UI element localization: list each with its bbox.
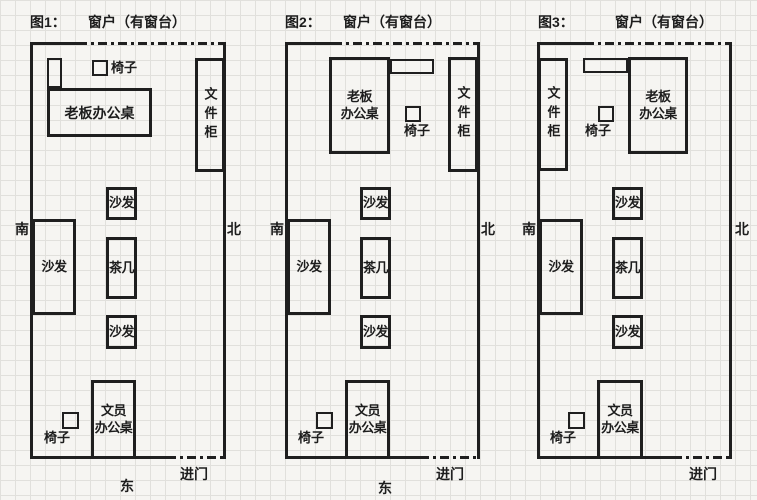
figure-2-sofa-left: 沙发 bbox=[287, 219, 331, 315]
figure-1-chair-bottom-label: 椅子 bbox=[44, 430, 71, 445]
figure-2-chair-top bbox=[405, 106, 421, 122]
figure-3-file-cabinet: 文件柜 bbox=[538, 58, 568, 171]
figure-1-file-cabinet: 文件柜 bbox=[195, 58, 225, 172]
figure-1-window-line bbox=[78, 42, 226, 45]
figure-1-tea-table-label: 茶几 bbox=[109, 259, 135, 275]
figure-2-sofa-upper: 沙发 bbox=[360, 187, 391, 220]
figure-1-boss-desk-label: 老板办公桌 bbox=[64, 104, 135, 121]
figure-3-chair-top-label: 椅子 bbox=[585, 123, 612, 138]
figure-2-tea-table-label: 茶几 bbox=[363, 259, 389, 275]
figure-3-desk-return bbox=[583, 58, 628, 73]
figure-3-sofa-upper: 沙发 bbox=[612, 187, 643, 220]
figure-1-side-unit bbox=[47, 58, 62, 88]
figure-2-wall-east bbox=[477, 42, 480, 459]
figure-1-door-line bbox=[167, 456, 226, 459]
figure-3-sofa-upper-label: 沙发 bbox=[615, 195, 641, 211]
figure-1-chair-top-label: 椅子 bbox=[111, 60, 138, 75]
figure-1-clerk-desk-label-2: 办公桌 bbox=[94, 419, 133, 435]
figure-2-compass-south: 南 bbox=[270, 221, 284, 237]
figure-2-file-cabinet: 文件柜 bbox=[448, 57, 478, 172]
figure-2-entrance-label: 进门 bbox=[436, 466, 464, 482]
figure-2-sofa-lower-label: 沙发 bbox=[363, 323, 389, 339]
figure-1-compass-east: 东 bbox=[120, 478, 134, 494]
figure-3-door-line bbox=[673, 456, 732, 459]
figure-3-sofa-lower: 沙发 bbox=[612, 315, 643, 349]
figure-2-chair-bottom-label: 椅子 bbox=[298, 430, 325, 445]
figure-1-window-label: 窗户（有窗台） bbox=[88, 14, 186, 30]
figure-2-door-line bbox=[420, 456, 480, 459]
figure-3-boss-desk: 老板 办公桌 bbox=[628, 57, 688, 154]
figure-2-wall-top-solid bbox=[285, 42, 333, 45]
figure-3-wall-east bbox=[729, 42, 732, 459]
figure-2-window-line bbox=[333, 42, 480, 45]
figure-2-compass-east: 东 bbox=[378, 480, 392, 496]
figure-2-window-label: 窗户（有窗台） bbox=[343, 14, 441, 30]
figure-1-entrance-label: 进门 bbox=[180, 466, 208, 482]
figure-3-tea-table-label: 茶几 bbox=[615, 259, 641, 275]
figure-1-wall-west bbox=[30, 42, 33, 459]
figure-3-compass-north: 北 bbox=[735, 221, 749, 237]
figure-3-sofa-left-label: 沙发 bbox=[548, 258, 574, 274]
figure-3-entrance-label: 进门 bbox=[689, 466, 717, 482]
figure-3-compass-south: 南 bbox=[522, 221, 536, 237]
figure-1-sofa-left: 沙发 bbox=[32, 219, 76, 315]
figure-3-chair-top bbox=[598, 106, 614, 122]
figure-1-boss-desk: 老板办公桌 bbox=[47, 88, 152, 137]
figure-2-boss-desk-label-2: 办公桌 bbox=[340, 105, 379, 121]
figure-3-sofa-lower-label: 沙发 bbox=[615, 323, 641, 339]
figure-2-title: 图2： bbox=[285, 14, 321, 30]
figure-2-compass-north: 北 bbox=[481, 221, 495, 237]
figure-2-clerk-desk-label-2: 办公桌 bbox=[348, 419, 387, 435]
figure-2-wall-west bbox=[285, 42, 288, 459]
figure-2-clerk-desk-label-1: 文员 bbox=[354, 402, 381, 418]
figure-2-file-cabinet-label: 文件柜 bbox=[455, 86, 471, 143]
figure-2-tea-table: 茶几 bbox=[360, 237, 391, 299]
figure-3-wall-west bbox=[537, 42, 540, 459]
figure-1-sofa-upper: 沙发 bbox=[106, 187, 137, 220]
figure-1-file-cabinet-label: 文件柜 bbox=[202, 86, 218, 144]
figure-1-compass-north: 北 bbox=[227, 221, 241, 237]
figure-1-chair-top bbox=[92, 60, 108, 76]
figure-2-chair-top-label: 椅子 bbox=[404, 123, 431, 138]
figure-1-wall-top-solid bbox=[30, 42, 78, 45]
figure-2-clerk-desk: 文员 办公桌 bbox=[345, 380, 390, 459]
figure-3-clerk-desk-label-1: 文员 bbox=[607, 402, 633, 418]
figure-2-boss-desk: 老板 办公桌 bbox=[329, 57, 390, 154]
figure-2-chair-bottom bbox=[316, 412, 333, 429]
figure-1-compass-south: 南 bbox=[15, 221, 29, 237]
figure-3-boss-desk-label-1: 老板 bbox=[645, 88, 671, 104]
figure-1-chair-bottom bbox=[62, 412, 79, 429]
figure-1-sofa-lower: 沙发 bbox=[106, 315, 137, 349]
figure-1-tea-table: 茶几 bbox=[106, 237, 137, 299]
figure-2-desk-return bbox=[390, 59, 434, 74]
figure-3-boss-desk-label-2: 办公桌 bbox=[639, 105, 677, 121]
figure-1-sofa-upper-label: 沙发 bbox=[109, 195, 135, 211]
figure-3-file-cabinet-label: 文件柜 bbox=[545, 86, 561, 143]
figure-1-title: 图1： bbox=[30, 14, 66, 30]
figure-3-tea-table: 茶几 bbox=[612, 237, 643, 299]
figure-3-sofa-left: 沙发 bbox=[539, 219, 583, 315]
figure-1-sofa-left-label: 沙发 bbox=[41, 258, 67, 274]
figure-2-sofa-upper-label: 沙发 bbox=[363, 195, 389, 211]
figure-3-chair-bottom bbox=[568, 412, 585, 429]
figure-3-clerk-desk-label-2: 办公桌 bbox=[601, 419, 639, 435]
figure-3-wall-top-solid bbox=[537, 42, 585, 45]
figure-3-window-label: 窗户（有窗台） bbox=[615, 14, 713, 30]
figure-3-title: 图3： bbox=[538, 14, 574, 30]
figure-1-sofa-lower-label: 沙发 bbox=[109, 323, 135, 339]
figure-2-sofa-left-label: 沙发 bbox=[296, 258, 322, 274]
figure-1-clerk-desk-label-1: 文员 bbox=[100, 402, 127, 418]
figure-3-chair-bottom-label: 椅子 bbox=[550, 430, 577, 445]
figure-2-boss-desk-label-1: 老板 bbox=[346, 88, 373, 104]
figure-1-clerk-desk: 文员 办公桌 bbox=[91, 380, 136, 459]
figure-1-wall-east bbox=[223, 42, 226, 459]
figure-2-sofa-lower: 沙发 bbox=[360, 315, 391, 349]
figure-3-window-line bbox=[585, 42, 732, 45]
figure-3-clerk-desk: 文员 办公桌 bbox=[597, 380, 643, 459]
